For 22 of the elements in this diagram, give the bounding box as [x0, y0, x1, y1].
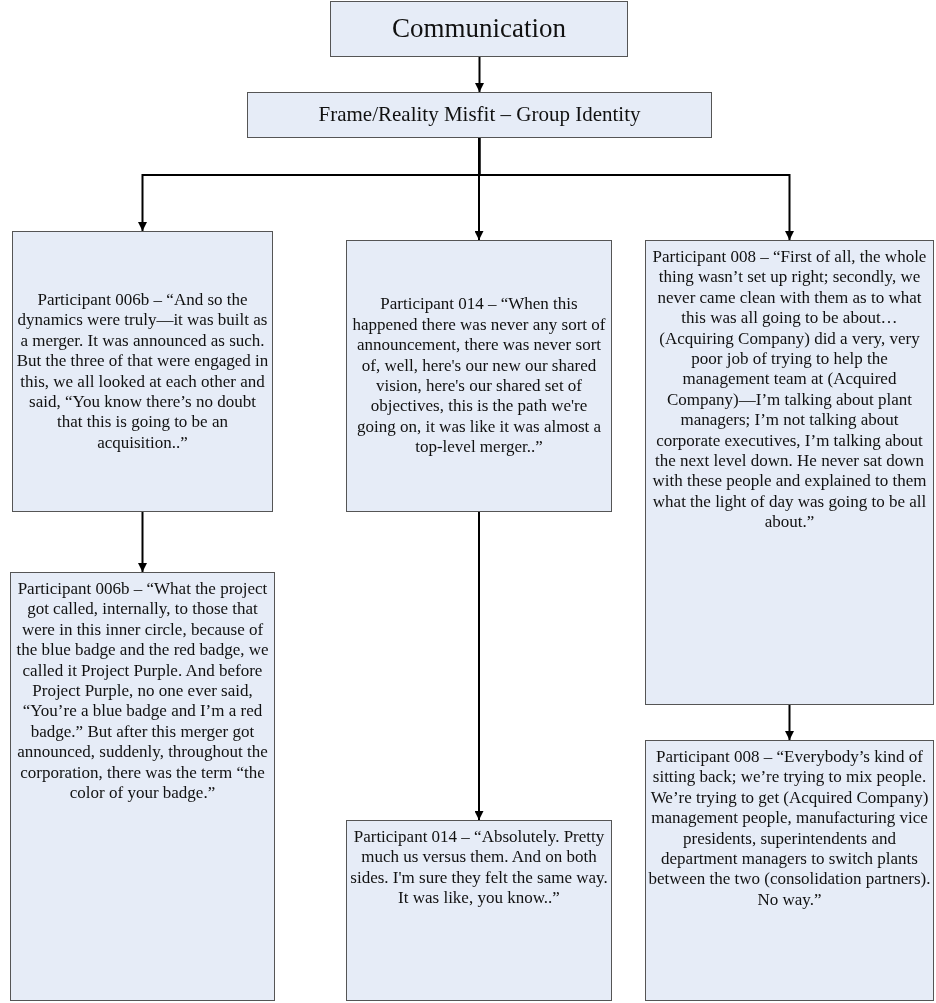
quote-box	[10, 572, 275, 1001]
quote-box	[346, 240, 612, 512]
quote-text: Participant 006b – “What the project got called, internally, to those that were in this inner circle, because of the blue badge and the red badge, we called it Project Purple. And before Project Purple, no one ever said, “You’re a blue badge and I’m a red badge.” But after this merger got announced, suddenly, throughout the corporation, there was the term “the color of your badge.”	[15, 579, 270, 804]
quote-text: Participant 014 – “Absolutely. Pretty much us versus them. And on both sides. I'm sure they felt the same way. It was like, you know..”	[350, 827, 608, 909]
quote-box	[346, 820, 612, 1001]
arrow	[785, 704, 794, 741]
arrow	[475, 56, 484, 93]
quote-text: Participant 008 – “First of all, the whole thing wasn’t set up right; secondly, we never came clean with them as to what this was all going to be about…(Acquiring Company) did a very, very poor job of trying to help the management team at (Acquired Company)—I’m talking about plant managers; I’m not talking about corporate executives, I’m talking about the next level down. He never sat down with these people and explained to them what the light of day was going to be all about.”	[651, 247, 928, 533]
heading-text: Communication	[392, 14, 566, 44]
arrow	[138, 511, 147, 573]
arrow	[474, 137, 484, 241]
quote-text: Participant 006b – “And so the dynamics were truly—it was built as a merger. It was announced as such. But the three of that were engaged in this, we all looked at each other and said, “You know there’s no doubt that this is going to be an acquisition..”	[16, 289, 269, 454]
arrow	[478, 137, 794, 241]
quote-text: Participant 014 – “When this happened there was never any sort of announcement, there was never sort of, well, here's our new our shared vision, here's our shared set of objectives, this is the path we're going on, it was like it was almost a top-level merger..”	[351, 294, 607, 458]
arrow	[474, 511, 484, 821]
heading-box	[330, 1, 628, 57]
heading-box	[247, 92, 712, 138]
quote-text: Participant 008 – “Everybody’s kind of sitting back; we’re trying to mix people. We’re trying to get (Acquired Company) management people, manufacturing vice presidents, superintendents and department managers to switch plants between the two (consolidation partners). No way.”	[648, 747, 931, 911]
quote-box	[12, 231, 273, 512]
heading-text: Frame/Reality Misfit – Group Identity	[318, 103, 641, 127]
quote-box	[645, 240, 934, 705]
quote-box	[645, 740, 934, 1001]
